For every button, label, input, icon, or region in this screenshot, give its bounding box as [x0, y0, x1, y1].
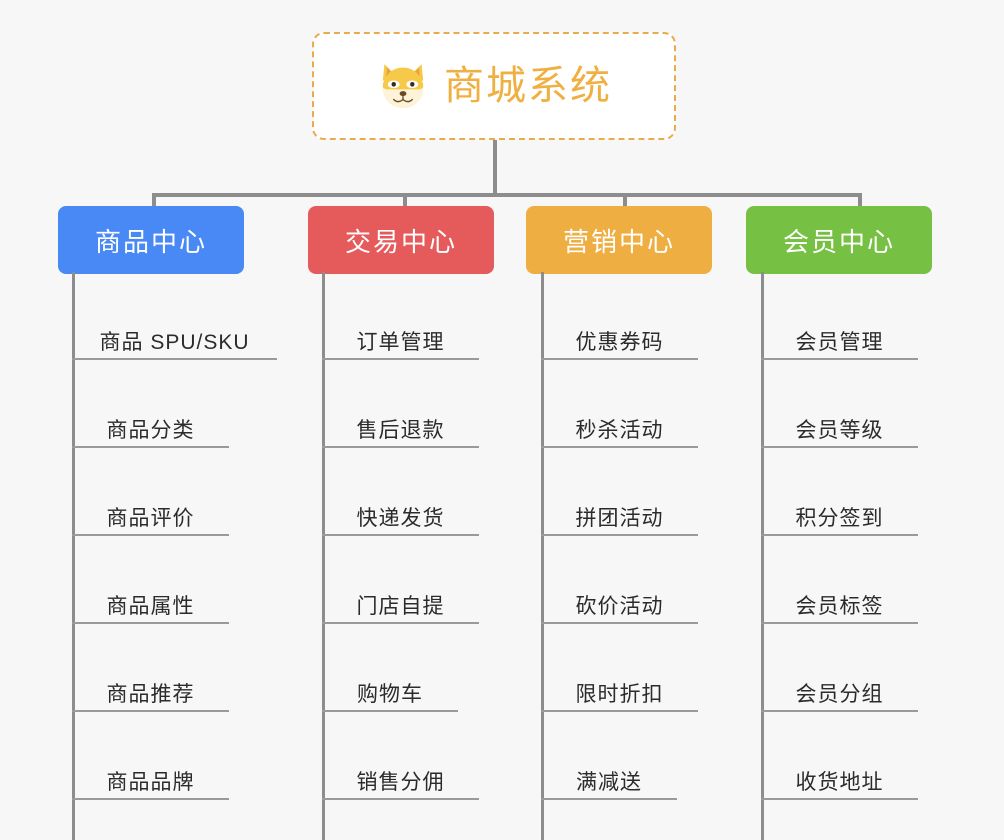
leaf-item[interactable]: 秒杀活动 [541, 360, 698, 448]
leaf-label: 秒杀活动 [575, 418, 664, 442]
leaf-item[interactable]: 商品品牌 [72, 712, 229, 800]
category-label-1: 商品中心 [94, 226, 207, 257]
leaf-item[interactable]: 会员标签 [761, 536, 918, 624]
category-box-1[interactable]: 商品中心 [58, 206, 244, 274]
leaf-label: 收货地址 [795, 770, 884, 794]
leaf-item[interactable]: 积分签到 [761, 448, 918, 536]
branch-spine-2 [322, 272, 325, 840]
leaf-item[interactable]: 订单管理 [322, 272, 479, 360]
leaf-label: 商品品牌 [106, 770, 195, 794]
leaf-item[interactable]: 商品属性 [72, 536, 229, 624]
connector-drop-4 [858, 193, 862, 208]
connector-drop-1 [152, 193, 156, 208]
leaf-item[interactable]: 商品评价 [72, 448, 229, 536]
leaf-label: 商品评价 [106, 506, 195, 530]
category-label-4: 会员中心 [782, 226, 895, 257]
leaf-label: 商品分类 [106, 418, 195, 442]
leaf-label: 售后退款 [356, 418, 445, 442]
leaf-item[interactable]: 收货地址 [761, 712, 918, 800]
root-title: 商城系统 [444, 64, 612, 108]
leaf-item[interactable]: 售后退款 [322, 360, 479, 448]
leaf-item[interactable]: 砍价活动 [541, 536, 698, 624]
connector-root-stem [493, 140, 497, 196]
leaf-label: 商品推荐 [106, 682, 195, 706]
leaf-item[interactable]: 限时折扣 [541, 624, 698, 712]
leaf-label: 会员管理 [795, 330, 884, 354]
leaf-label: 门店自提 [356, 594, 445, 618]
leaf-label: 销售分佣 [356, 770, 445, 794]
category-box-2[interactable]: 交易中心 [308, 206, 494, 274]
connector-drop-3 [623, 193, 627, 208]
connector-horizontal-bus [152, 193, 862, 197]
connector-drop-2 [403, 193, 407, 208]
leaf-item[interactable]: 商品分类 [72, 360, 229, 448]
leaf-item[interactable]: 购物车 [322, 624, 458, 712]
category-label-2: 交易中心 [344, 226, 457, 257]
leaf-label: 订单管理 [356, 330, 445, 354]
leaf-item[interactable]: 商品 SPU/SKU [72, 272, 277, 360]
dog-face-icon [376, 59, 430, 113]
leaf-item[interactable]: 满减送 [541, 712, 677, 800]
category-label-3: 营销中心 [562, 226, 675, 257]
root-node[interactable]: 商城系统 [312, 32, 676, 140]
leaf-label: 限时折扣 [575, 682, 664, 706]
leaf-item[interactable]: 会员管理 [761, 272, 918, 360]
leaf-label: 快递发货 [356, 506, 445, 530]
leaf-label: 商品属性 [106, 594, 195, 618]
category-box-4[interactable]: 会员中心 [746, 206, 932, 274]
leaf-label: 砍价活动 [575, 594, 664, 618]
leaf-label: 购物车 [357, 682, 423, 706]
root-node-content: 商城系统 [376, 59, 612, 113]
leaf-label: 会员标签 [795, 594, 884, 618]
leaf-item[interactable]: 优惠券码 [541, 272, 698, 360]
leaf-label: 优惠券码 [575, 330, 664, 354]
leaf-label: 满减送 [576, 770, 642, 794]
category-box-3[interactable]: 营销中心 [526, 206, 712, 274]
leaf-item[interactable]: 快递发货 [322, 448, 479, 536]
leaf-label: 拼团活动 [575, 506, 664, 530]
leaf-item[interactable]: 销售分佣 [322, 712, 479, 800]
leaf-label: 商品 SPU/SKU [99, 330, 250, 354]
leaf-label: 会员等级 [795, 418, 884, 442]
leaf-label: 会员分组 [795, 682, 884, 706]
branch-spine-4 [761, 272, 764, 840]
leaf-item[interactable]: 会员分组 [761, 624, 918, 712]
leaf-item[interactable]: 商品推荐 [72, 624, 229, 712]
leaf-label: 积分签到 [795, 506, 884, 530]
leaf-item[interactable]: 拼团活动 [541, 448, 698, 536]
leaf-item[interactable]: 会员等级 [761, 360, 918, 448]
branch-spine-3 [541, 272, 544, 840]
branch-spine-1 [72, 272, 75, 840]
leaf-item[interactable]: 门店自提 [322, 536, 479, 624]
